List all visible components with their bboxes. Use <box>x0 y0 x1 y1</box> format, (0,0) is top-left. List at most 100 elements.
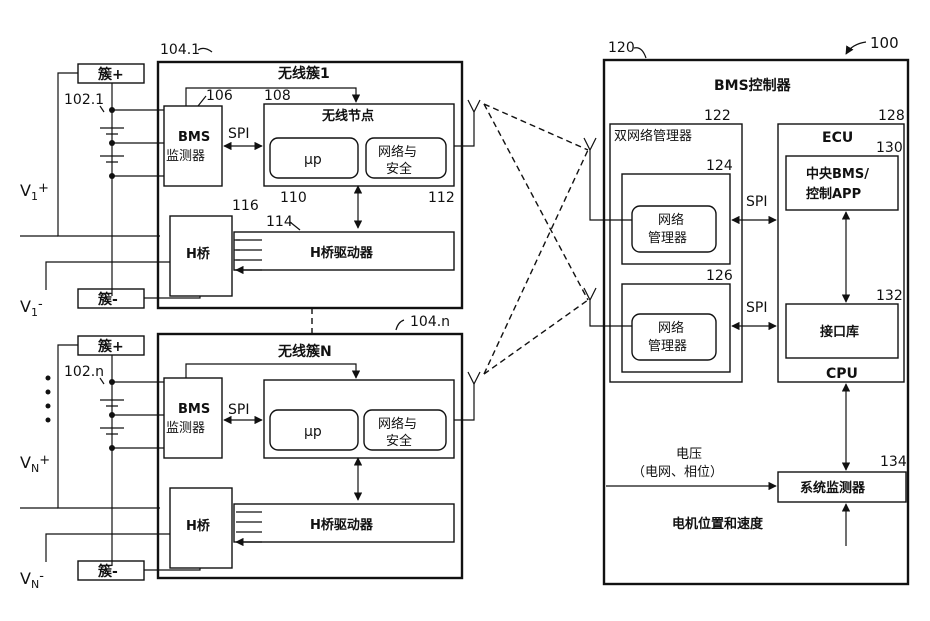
cluster-1-cell-ref: 102.1 <box>64 92 104 108</box>
cluster-1-net-line2: 安全 <box>386 161 412 177</box>
cluster-1-bms-ref-leader <box>198 96 206 106</box>
cluster-1-bms-line1: BMS <box>178 130 210 145</box>
cpu-label: CPU <box>826 366 858 382</box>
figure-ref: 100 <box>870 34 899 52</box>
cluster-n: 104.n 无线簇N 簇+ 102.n BMS 监测器 SPI μp 网络与 安… <box>20 314 480 591</box>
nm2-line2: 管理器 <box>648 339 687 354</box>
wireless-link-1-to-nm2 <box>484 104 588 300</box>
cluster-n-antenna <box>468 372 480 384</box>
cluster-1-up-ref: 110 <box>280 190 307 206</box>
cluster-n-vminus-wire <box>46 534 170 562</box>
wireless-link-n-to-nm1 <box>484 150 588 374</box>
cluster-1-sense-wires <box>112 110 164 176</box>
cluster-n-net-line1: 网络与 <box>378 416 417 432</box>
bms-controller: 120 BMS控制器 双网络管理器 122 124 网络 管理器 126 网络 … <box>584 40 908 584</box>
cluster-1-antenna <box>468 100 480 112</box>
cluster-n-spi: SPI <box>228 402 249 418</box>
stack-ellipsis-2 <box>46 390 51 395</box>
nm2-antenna-feed <box>590 300 632 326</box>
cluster-n-plus-label: 簇+ <box>97 338 124 355</box>
nm1-ref: 124 <box>706 158 733 174</box>
cluster-n-bms-monitor <box>164 378 222 458</box>
cluster-1: 104.1 无线簇1 簇+ 102.1 BMS 监测器 106 SPI 108 … <box>20 42 480 319</box>
stack-ellipsis-1 <box>46 376 51 381</box>
nm2-ref: 126 <box>706 268 733 284</box>
cluster-1-net-line1: 网络与 <box>378 144 417 160</box>
cluster-1-up: μp <box>304 152 322 168</box>
cluster-n-vminus: VN- <box>20 569 44 591</box>
stack-ellipsis-3 <box>46 404 51 409</box>
cluster-n-minus-label: 簇- <box>97 563 118 580</box>
cluster-n-bms-line1: BMS <box>178 402 210 417</box>
cluster-n-hdriver-label: H桥驱动器 <box>310 517 374 533</box>
sysmon-label: 系统监测器 <box>800 480 866 496</box>
controller-ref: 120 <box>608 40 635 56</box>
app-line2: 控制APP <box>806 186 861 202</box>
cluster-1-ref-leader <box>198 48 212 52</box>
cluster-1-hdriver-ref: 114 <box>266 214 293 230</box>
iface-label: 接口库 <box>820 324 859 340</box>
cluster-1-bms-ref: 106 <box>206 88 233 104</box>
cluster-1-ref: 104.1 <box>160 42 200 58</box>
cluster-n-node-feed <box>186 364 356 378</box>
app-line1: 中央BMS/ <box>806 166 869 182</box>
cluster-n-ref: 104.n <box>410 314 450 330</box>
cluster-n-hbridge-label: H桥 <box>186 518 211 534</box>
cluster-1-hbridge-signals <box>236 240 262 270</box>
cluster-1-spi: SPI <box>228 126 249 142</box>
nm1-antenna-feed <box>590 150 632 220</box>
cluster-n-bms-line2: 监测器 <box>166 421 205 436</box>
nm1-line2: 管理器 <box>648 231 687 246</box>
cluster-n-net-line2: 安全 <box>386 433 412 449</box>
cluster-n-hbridge-signals <box>236 512 262 542</box>
cluster-n-ref-leader <box>396 320 404 330</box>
voltage-line1: 电压 <box>676 447 702 462</box>
cluster-1-hbridge-ref: 116 <box>232 198 259 214</box>
spi-2: SPI <box>746 300 767 316</box>
stack-ellipsis-4 <box>46 418 51 423</box>
figure-ref-arrow <box>846 42 866 54</box>
nm2-line1: 网络 <box>658 320 684 336</box>
voltage-line2: （电网、相位） <box>632 465 723 480</box>
cluster-n-sense-wires <box>112 382 164 448</box>
cluster-1-node-title: 无线节点 <box>321 108 374 124</box>
cluster-1-hdriver-label: H桥驱动器 <box>310 245 374 261</box>
cluster-1-vminus-wire <box>46 262 170 290</box>
cluster-1-bms-line2: 监测器 <box>166 149 205 164</box>
cluster-1-node-ref: 108 <box>264 88 291 104</box>
ecu-label: ECU <box>822 130 853 146</box>
cluster-n-up: μp <box>304 424 322 440</box>
motor-label: 电机位置和速度 <box>672 516 764 532</box>
controller-title: BMS控制器 <box>714 77 792 94</box>
cluster-n-cell-ref: 102.n <box>64 364 104 380</box>
dual-title: 双网络管理器 <box>614 128 692 144</box>
nm1-line1: 网络 <box>658 212 684 228</box>
app-ref: 130 <box>876 140 903 156</box>
cluster-1-net-ref: 112 <box>428 190 455 206</box>
sysmon-ref: 134 <box>880 454 907 470</box>
cluster-1-vminus: V1- <box>20 297 43 319</box>
nm1-antenna <box>584 138 596 150</box>
wireless-link-1-to-nm1 <box>484 104 588 150</box>
cluster-1-minus-label: 簇- <box>97 291 118 308</box>
cluster-n-wireless-node <box>264 380 454 458</box>
wireless-link-n-to-nm2 <box>484 300 588 374</box>
cluster-1-bms-monitor <box>164 106 222 186</box>
cluster-1-hbridge-label: H桥 <box>186 246 211 262</box>
cluster-n-antenna-feed <box>454 384 474 420</box>
controller-ref-leader <box>634 48 646 58</box>
cluster-1-vplus: V1+ <box>20 181 49 203</box>
cluster-1-plus-label: 簇+ <box>97 66 124 83</box>
cluster-1-hbridge-ticks <box>234 240 240 270</box>
cluster-n-title: 无线簇N <box>277 343 332 360</box>
dual-ref: 122 <box>704 108 731 124</box>
cluster-n-vplus: VN+ <box>20 453 50 475</box>
cluster-1-title: 无线簇1 <box>277 65 330 82</box>
ecu-cpu-box <box>778 124 904 382</box>
spi-1: SPI <box>746 194 767 210</box>
ecu-ref: 128 <box>878 108 905 124</box>
cluster-1-antenna-feed <box>454 112 474 146</box>
nm2-antenna <box>584 288 596 300</box>
iface-ref: 132 <box>876 288 903 304</box>
